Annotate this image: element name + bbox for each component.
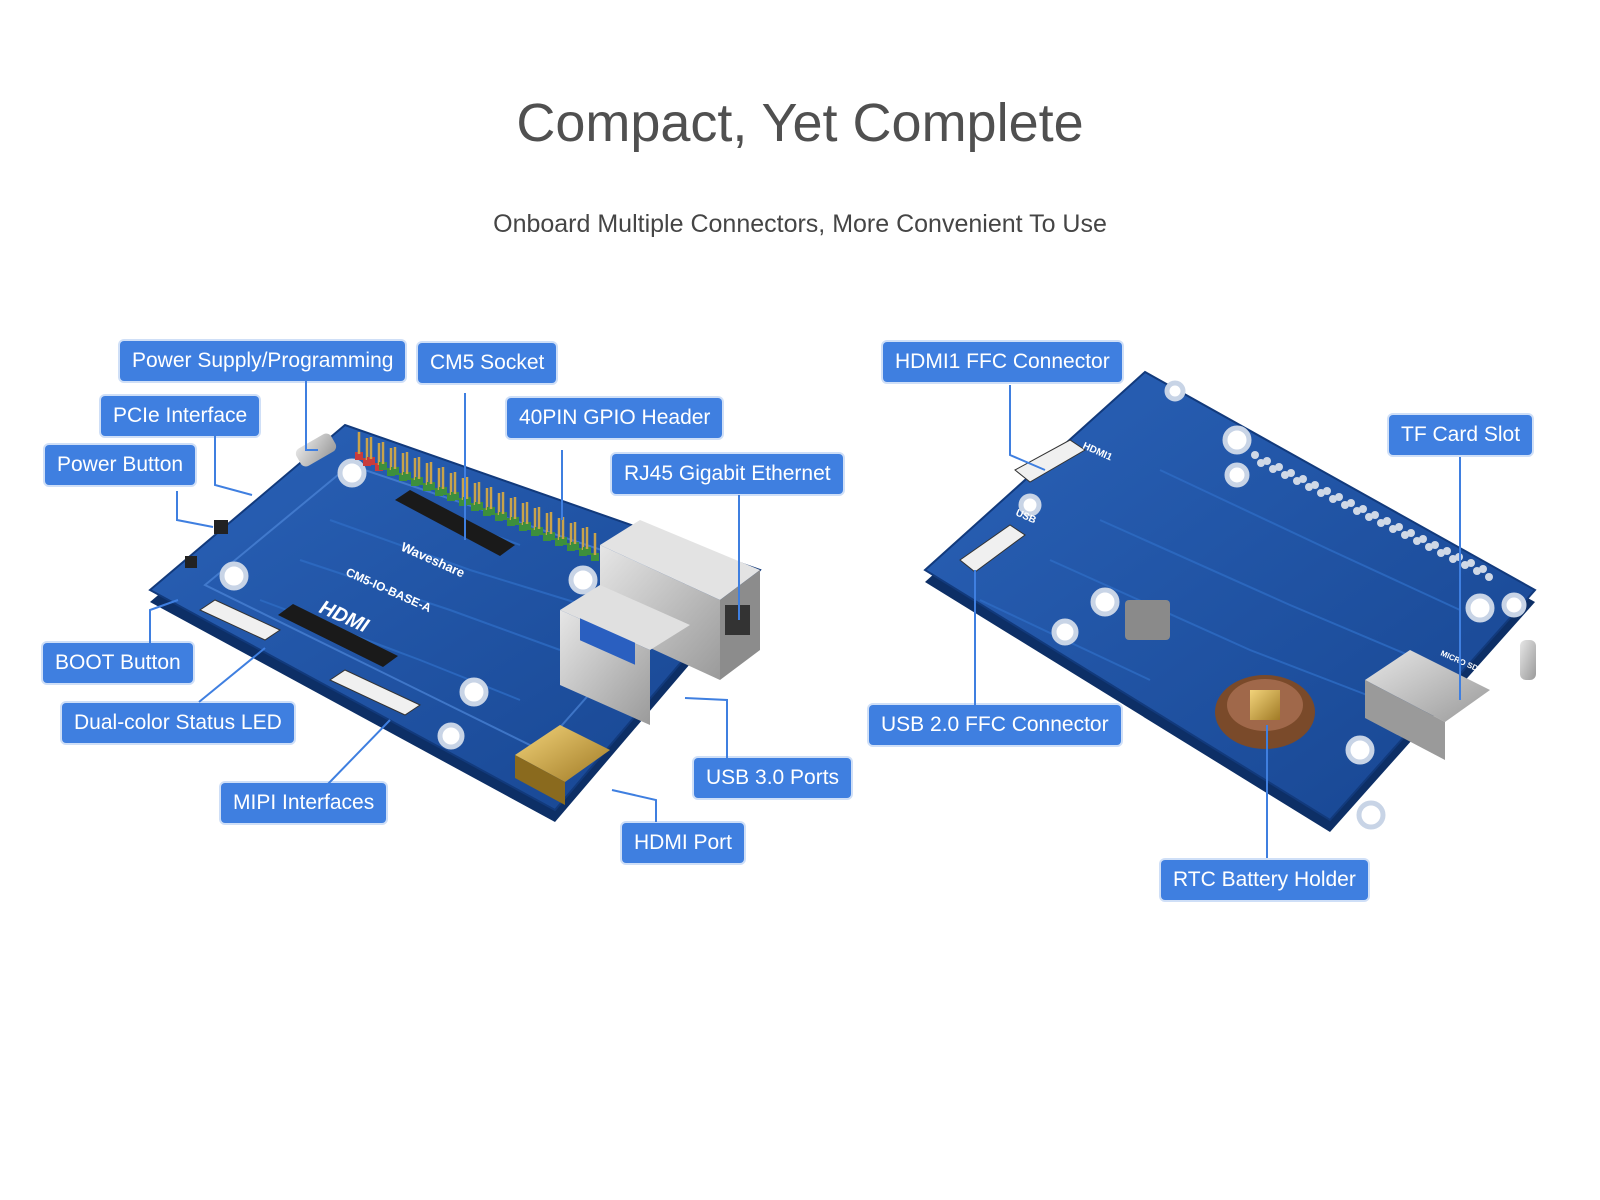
- leader-hdmi-port: [611, 789, 657, 822]
- gpio-pad: [1299, 475, 1307, 483]
- label-rj45: RJ45 Gigabit Ethernet: [612, 454, 843, 494]
- gpio-pin-base: [403, 472, 411, 480]
- gpio-pin-base: [427, 482, 435, 490]
- leader-pcie: [214, 436, 253, 496]
- gpio-pad: [1359, 505, 1367, 513]
- leader-mipi: [326, 719, 391, 786]
- label-usb2-ffc: USB 2.0 FFC Connector: [869, 705, 1121, 745]
- gpio-pin-base: [535, 527, 543, 535]
- gpio-pin-base: [475, 502, 483, 510]
- leader-usb3: [684, 697, 728, 760]
- usb3-ports: [560, 585, 690, 725]
- gpio-pad: [1485, 573, 1493, 581]
- gpio-pin-base: [559, 537, 567, 545]
- front-board: Waveshare CM5-IO-BASE-A HDMI: [148, 423, 762, 822]
- tf-card-slot: [1365, 650, 1490, 760]
- gpio-pad: [1335, 493, 1343, 501]
- leader-hdmi1-ffc: [1009, 385, 1046, 471]
- gpio-pin-base: [591, 553, 599, 561]
- mipi-connectors: [198, 599, 422, 716]
- label-hdmi1-ffc: HDMI1 FFC Connector: [883, 342, 1122, 382]
- label-gpio: 40PIN GPIO Header: [507, 398, 723, 438]
- gpio-pin-base: [379, 462, 387, 470]
- hdmi1-ffc-connector: [1014, 439, 1086, 483]
- gpio-pin-base: [451, 492, 459, 500]
- gpio-pin-base: [367, 457, 375, 465]
- gpio-pin-base: [439, 487, 447, 495]
- label-power-button: Power Button: [45, 445, 196, 485]
- label-hdmi-port: HDMI Port: [622, 823, 745, 863]
- gpio-pin-base: [391, 467, 399, 475]
- gpio-pads: [1251, 451, 1493, 581]
- gpio-pin-base: [547, 532, 555, 540]
- cm5-socket: [278, 490, 515, 667]
- label-rtc: RTC Battery Holder: [1161, 860, 1368, 900]
- gpio-pad: [1263, 457, 1271, 465]
- page-title: Compact, Yet Complete: [516, 93, 1084, 153]
- gpio-pin-base: [487, 507, 495, 515]
- leader-power-button: [176, 491, 214, 528]
- leader-status-led: [198, 647, 266, 703]
- gpio-pad: [1251, 451, 1259, 459]
- gpio-pad: [1467, 559, 1475, 567]
- gpio-pin-base: [571, 542, 579, 550]
- gpio-pin-base: [499, 512, 507, 520]
- leader-boot: [149, 599, 179, 650]
- label-power-supply: Power Supply/Programming: [120, 341, 406, 381]
- label-usb3: USB 3.0 Ports: [694, 758, 852, 798]
- label-pcie: PCIe Interface: [101, 396, 260, 436]
- page-subtitle: Onboard Multiple Connectors, More Conven…: [493, 210, 1107, 238]
- gpio-pin-base: [523, 522, 531, 530]
- gpio-pad: [1323, 487, 1331, 495]
- gpio-pad: [1479, 565, 1487, 573]
- gpio-pad: [1311, 481, 1319, 489]
- label-status-led: Dual-color Status LED: [62, 703, 294, 743]
- label-tf-card: TF Card Slot: [1389, 415, 1533, 455]
- back-board: HDMI1 USB MICRO SD CARD: [923, 370, 1537, 832]
- gpio-pin-base: [355, 452, 363, 460]
- label-cm5-socket: CM5 Socket: [418, 343, 557, 383]
- gpio-pin-base: [583, 547, 591, 555]
- gpio-pad: [1395, 523, 1403, 531]
- gpio-pad: [1275, 463, 1283, 471]
- gpio-header: [355, 432, 599, 561]
- label-boot-button: BOOT Button: [43, 643, 193, 683]
- gpio-pad: [1347, 499, 1355, 507]
- leader-lines: [149, 373, 1461, 858]
- gpio-pad: [1443, 547, 1451, 555]
- leader-power-supply: [305, 373, 318, 451]
- label-mipi: MIPI Interfaces: [221, 783, 387, 823]
- usb2-ffc-connector: [959, 524, 1026, 573]
- gpio-pad: [1419, 535, 1427, 543]
- hdmi-connector: [515, 725, 610, 805]
- gpio-pin-base: [511, 517, 519, 525]
- gpio-pin-base: [463, 497, 471, 505]
- gpio-pin-base: [415, 477, 423, 485]
- gpio-pad: [1431, 541, 1439, 549]
- gpio-pad: [1371, 511, 1379, 519]
- gpio-pad: [1407, 529, 1415, 537]
- rtc-battery-holder: [1215, 675, 1315, 749]
- gpio-pad: [1383, 517, 1391, 525]
- gpio-pad: [1287, 469, 1295, 477]
